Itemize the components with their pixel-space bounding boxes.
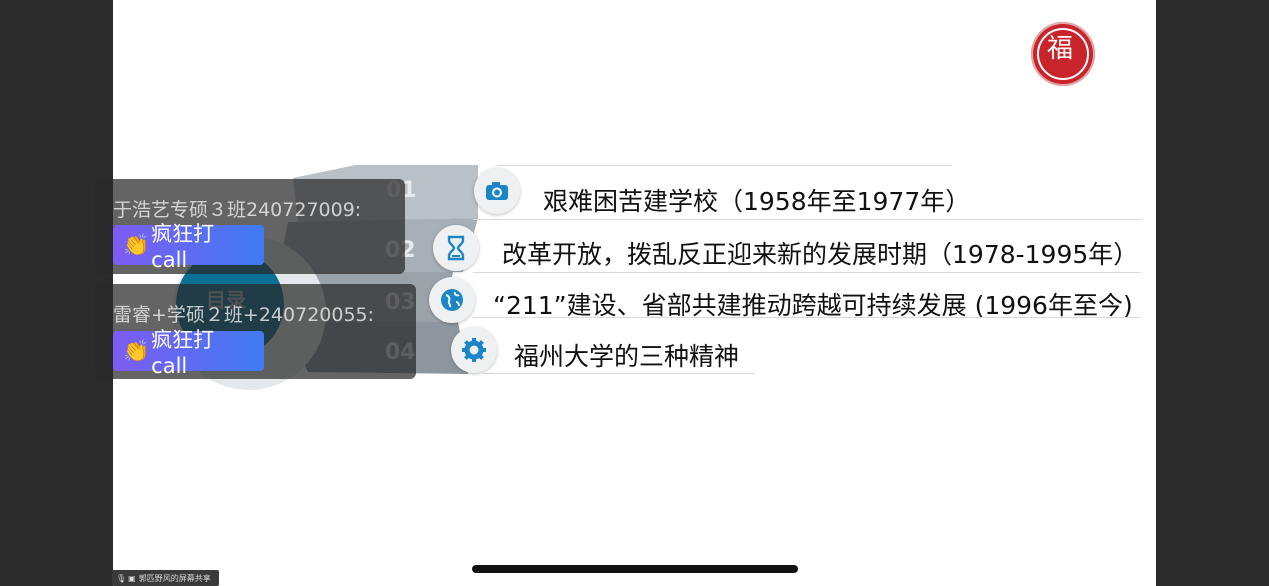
toc-item-2: 改革开放，拨乱反正迎来新的发展时期（1978-1995年） [502, 240, 1139, 269]
call-button-label: 疯狂打 call [151, 222, 215, 272]
divider [473, 272, 1141, 273]
screen-share-icon: ▣ [128, 573, 136, 583]
toc-item-3: “211”建设、省部共建推动跨越可持续发展 (1996年至今) [493, 291, 1133, 320]
clap-icon: 👏 [123, 232, 150, 257]
call-button-label: 疯狂打 call [151, 328, 215, 378]
divider [473, 219, 1141, 220]
call-button-2[interactable]: 👏 疯狂打 call [113, 328, 264, 378]
call-button-1[interactable]: 👏 疯狂打 call [113, 222, 264, 272]
gear-icon [451, 327, 497, 373]
clap-icon: 👏 [123, 338, 150, 363]
danmaku-user-1: 于浩艺专硕３班240727009: [113, 199, 362, 221]
logo-character: 福 [1047, 34, 1074, 64]
screen-share-status: 🎙 ▣ 郭匹野风的屏幕共享 [112, 570, 219, 586]
toc-item-1: 艰难困苦建学校（1958年至1977年） [543, 187, 971, 216]
toc-item-4: 福州大学的三种精神 [514, 342, 740, 371]
divider [473, 317, 1141, 318]
screen-share-label: 郭匹野风的屏幕共享 [138, 573, 211, 583]
university-logo: 福 [1031, 22, 1095, 86]
globe-icon [429, 277, 475, 323]
divider [483, 373, 755, 374]
divider [497, 165, 952, 166]
mic-icon: 🎙 [116, 573, 127, 583]
danmaku-user-2: 雷睿+学硕２班+240720055: [113, 304, 375, 326]
camera-icon [474, 168, 520, 214]
home-indicator[interactable] [472, 565, 798, 573]
hourglass-icon [433, 225, 479, 271]
